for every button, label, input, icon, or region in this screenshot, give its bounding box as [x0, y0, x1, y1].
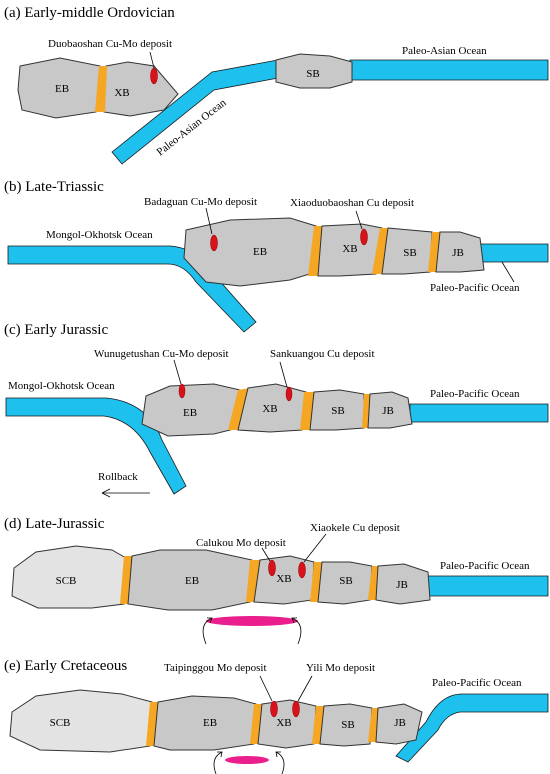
deposit-marker [178, 383, 186, 399]
deposit-leader [355, 210, 363, 230]
block-label: SCB [50, 717, 71, 729]
upwelling-arrow-right [291, 617, 302, 645]
block-jb [375, 563, 431, 605]
block-label: XB [114, 87, 129, 99]
deposit-marker [150, 67, 158, 85]
deposit-marker [292, 700, 300, 718]
suture [95, 66, 107, 112]
block-eb [183, 217, 317, 287]
ocean-label: Mongol-Okhotsk Ocean [8, 380, 115, 392]
rollback-label: Rollback [98, 471, 138, 483]
block-label: JB [382, 405, 394, 417]
deposit-leader [259, 675, 273, 702]
block-xb [103, 61, 179, 117]
ocean-leader [501, 261, 515, 283]
panel-e-title: (e) Early Cretaceous [4, 658, 127, 674]
magma-body [206, 616, 298, 626]
ocean-label: Mongol-Okhotsk Ocean [46, 229, 153, 241]
deposit-leader [205, 207, 213, 235]
block-label: JB [452, 247, 464, 259]
rollback-arrowhead [101, 488, 111, 498]
deposit-label: Sankuangou Cu deposit [270, 348, 375, 360]
block-sb [275, 53, 353, 89]
deposit-label: Taipinggou Mo deposit [164, 662, 267, 674]
ocean-label: Paleo-Pacific Ocean [432, 677, 522, 689]
block-label: SB [331, 405, 344, 417]
panel-a-title: (a) Early-middle Ordovician [4, 5, 175, 21]
deposit-leader [261, 547, 271, 562]
mongol-okhotsk-ocean [5, 397, 187, 495]
panel-d-title: (d) Late-Jurassic [4, 516, 105, 532]
paleo-pacific-ocean [477, 243, 549, 263]
deposit-label: Duobaoshan Cu-Mo deposit [48, 38, 172, 50]
paleo-pacific-ocean [427, 575, 549, 597]
deposit-marker [268, 559, 276, 577]
block-label: XB [276, 717, 291, 729]
block-label: SB [339, 575, 352, 587]
block-label: XB [276, 573, 291, 585]
block-label: EB [185, 575, 199, 587]
block-jb [435, 231, 485, 273]
panel-e: (e) Early Cretaceous SCB EB XB SB JB Tai… [4, 658, 549, 774]
deposit-label: Yili Mo deposit [306, 662, 375, 674]
panel-b-title: (b) Late-Triassic [4, 179, 104, 195]
block-label: SB [403, 247, 416, 259]
deposit-leader [173, 359, 182, 385]
block-label: EB [253, 246, 267, 258]
deposit-leader [279, 361, 288, 388]
upwelling-arrow-left [202, 617, 213, 645]
magma-body [225, 756, 269, 764]
block-label: JB [396, 579, 408, 591]
deposit-marker [298, 561, 306, 579]
panel-a: (a) Early-middle Ordovician EB XB SB Duo… [4, 5, 549, 165]
deposit-leader [303, 533, 327, 563]
deposit-leader [149, 51, 155, 69]
block-label: JB [394, 717, 406, 729]
deposit-marker [360, 228, 368, 246]
panel-c-title: (c) Early Jurassic [4, 322, 108, 338]
panel-b: (b) Late-Triassic EB XB SB JB Badaguan C… [4, 179, 549, 333]
deposit-marker [210, 234, 218, 252]
block-label: EB [55, 83, 69, 95]
block-label: EB [203, 717, 217, 729]
deposit-marker [270, 700, 278, 718]
suture [228, 388, 250, 430]
paleo-pacific-ocean [409, 403, 549, 423]
panel-d: (d) Late-Jurassic SCB EB XB SB JB Caluko… [4, 516, 549, 645]
deposit-leader [297, 675, 313, 702]
ocean-label: Paleo-Pacific Ocean [440, 560, 530, 572]
upwelling-arrowhead-left [207, 617, 213, 624]
deposit-marker [285, 386, 293, 402]
deposit-label: Badaguan Cu-Mo deposit [144, 196, 257, 208]
block-jb [367, 391, 413, 429]
paleo-asian-ocean-east [349, 59, 549, 81]
block-label: SB [341, 719, 354, 731]
upwelling-arrowhead-right [291, 617, 297, 624]
block-label: XB [342, 243, 357, 255]
block-label: XB [262, 403, 277, 415]
block-scb [9, 689, 153, 753]
block-jb [375, 703, 423, 745]
ocean-label: Paleo-Pacific Ocean [430, 282, 520, 294]
upwelling-arrow-left [213, 751, 223, 774]
upwelling-arrowhead-right [275, 751, 281, 758]
deposit-label: Xiaoduobaoshan Cu deposit [290, 197, 414, 209]
deposit-label: Wunugetushan Cu-Mo deposit [94, 348, 229, 360]
block-label: SCB [56, 575, 77, 587]
upwelling-arrow-right [275, 751, 285, 774]
ocean-label: Paleo-Pacific Ocean [430, 388, 520, 400]
block-sb [319, 703, 373, 747]
block-label: SB [306, 68, 319, 80]
ocean-label: Paleo-Asian Ocean [402, 45, 487, 57]
panel-c: (c) Early Jurassic EB XB SB JB Wunugetus… [4, 322, 549, 498]
block-label: EB [183, 407, 197, 419]
upwelling-arrowhead-left [217, 751, 223, 758]
deposit-label: Xiaokele Cu deposit [310, 522, 400, 534]
block-eb [17, 57, 101, 119]
deposit-label: Calukou Mo deposit [196, 537, 286, 549]
paleo-pacific-ocean [395, 693, 549, 763]
